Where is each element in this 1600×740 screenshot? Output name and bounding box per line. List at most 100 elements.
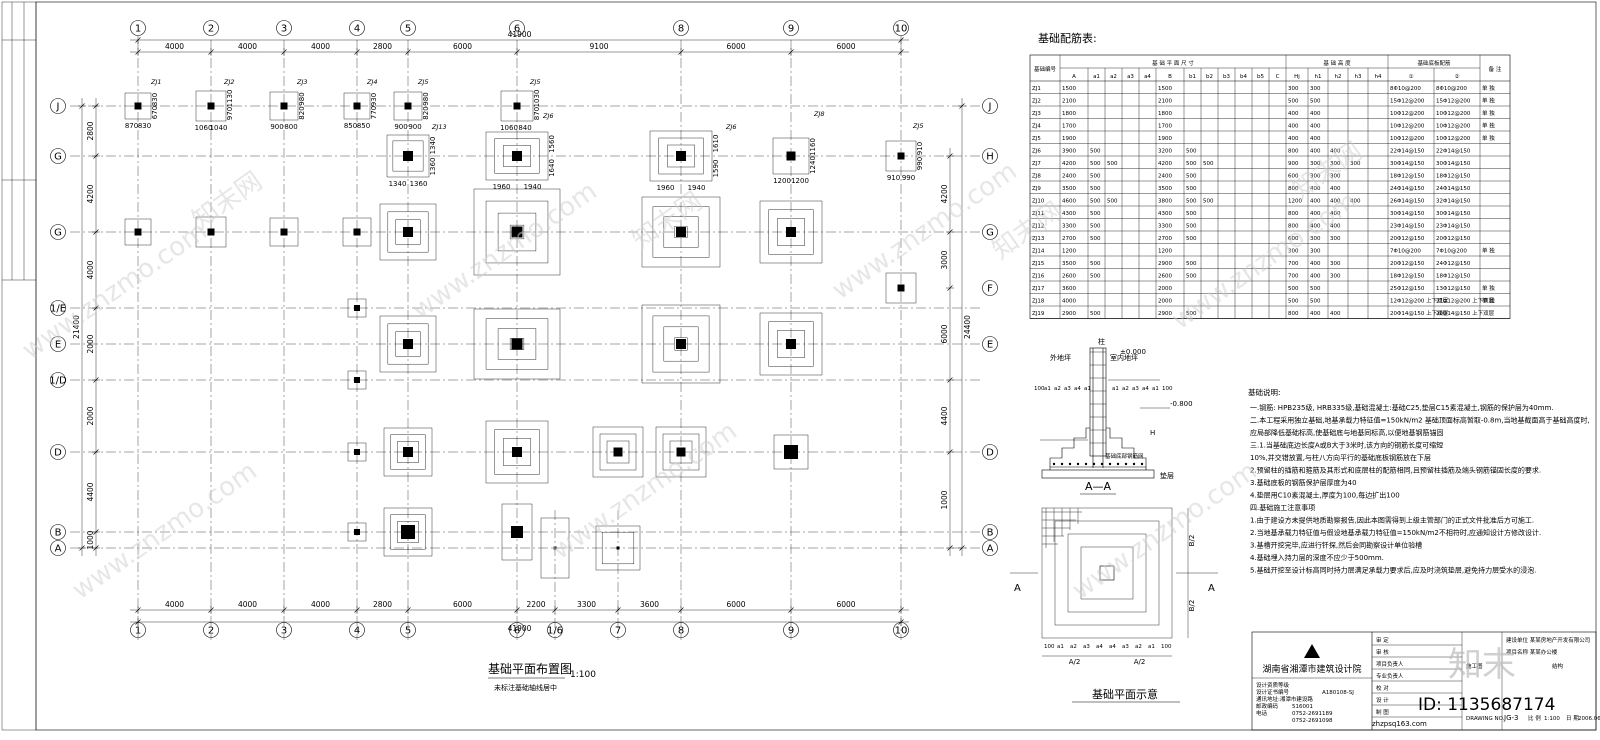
footing-outline	[347, 442, 367, 462]
table-cell: 300	[1310, 174, 1321, 180]
axis-bubble-y-right-label: H	[986, 152, 994, 163]
axis-bubble-x-top-label: 6	[514, 24, 520, 35]
footing-outline	[392, 140, 424, 172]
footing-dim-w: 870	[125, 122, 138, 130]
stage: 施工图	[1466, 662, 1483, 670]
bottom-dim-label: 6000	[453, 600, 472, 609]
axis-bubble-y-left-label: G	[54, 152, 62, 163]
table-cell: 300	[1330, 174, 1341, 180]
fax-value: 0752-2691098	[1292, 718, 1333, 724]
table-cell: 3300	[1158, 224, 1172, 230]
table-cell: 21Φ12@200 上下双层	[1436, 297, 1495, 305]
postcode-label: 邮政编码	[1256, 702, 1279, 710]
table-cell: 300	[1350, 161, 1361, 167]
left-dim-slash	[93, 545, 99, 551]
section-dim: a3	[1064, 386, 1071, 392]
footing-outline	[509, 338, 525, 350]
footing-label: ZJ13	[431, 123, 447, 131]
bottom-dim-label: 3300	[577, 600, 596, 609]
watermark-id: ID: 1135687174	[1418, 695, 1555, 715]
column-block	[353, 102, 361, 110]
column-block	[280, 102, 288, 110]
axis-bubble-x-bottom-label: 5	[405, 626, 411, 637]
table-cell: 400	[1310, 224, 1321, 230]
table-cell: 单 独	[1482, 297, 1495, 305]
schematic-bottom-dim: A/2	[1069, 658, 1081, 666]
table-cell: 24Φ14@150	[1390, 186, 1425, 192]
section-dim: a4	[1074, 386, 1081, 392]
section-dim: a3	[1132, 386, 1139, 392]
axis-bubble-x-top-label: 4	[354, 24, 360, 35]
footing-dim-h: 1130	[226, 90, 234, 108]
notes-item: 2.当地基承载力特征值与假设地基承载力特征值=150kN/m2不相符时,应通知设…	[1250, 528, 1541, 537]
footing-dim-h: 1560	[548, 135, 556, 153]
axis-bubble-x-bottom-label: 1	[135, 626, 141, 637]
section-elev-top: ±0.000	[1120, 348, 1146, 356]
table-cell: 500	[1186, 149, 1197, 155]
bottom-dim-label: 2200	[526, 600, 545, 609]
table-cell: 2100	[1158, 99, 1172, 105]
table-cell: 500	[1186, 261, 1197, 267]
table-cell: 600	[1288, 174, 1299, 180]
axis-bubble-y-right	[982, 524, 998, 540]
footing	[124, 218, 152, 246]
table-cell: 300	[1330, 161, 1341, 167]
signature-role: 制 图	[1376, 708, 1389, 716]
column-block	[786, 339, 796, 349]
axis-bubble-x-bottom	[547, 622, 563, 638]
axis-bubble-x-bottom	[349, 622, 365, 638]
axis-bubble-y-left	[50, 98, 66, 114]
schematic-step	[1054, 520, 1160, 626]
column-block	[512, 151, 522, 161]
schematic-small-dim: a1	[1057, 644, 1064, 650]
right-dim-label: 1000	[940, 490, 949, 509]
axis-grid-lines	[70, 40, 980, 640]
table-cell: 30Φ14@150	[1436, 211, 1471, 217]
table-cell: 400	[1288, 136, 1299, 142]
bottom-dim-slash	[208, 607, 214, 613]
table-cell: ZJ12	[1032, 224, 1044, 230]
schematic-step	[1041, 507, 1173, 639]
institute-name: 湖南省湘潭市建筑设计院	[1262, 663, 1361, 675]
footing	[885, 272, 917, 304]
column-block	[354, 449, 360, 455]
table-cell: 26Φ14@150	[1390, 199, 1425, 205]
table-col-header: ②	[1455, 73, 1460, 80]
axis-bubble-x-bottom-label: 4	[354, 626, 360, 637]
table-cell: 500	[1090, 149, 1101, 155]
table-col-header: 基础编号	[1034, 65, 1057, 73]
table-cell: 500	[1288, 286, 1299, 292]
table-col-header: h2	[1335, 74, 1342, 80]
axis-bubble-y-left-label: 1/E	[50, 304, 66, 315]
axis-bubble-x-top	[509, 20, 525, 36]
footing-outline	[663, 216, 699, 248]
table-cell: ZJ4	[1032, 124, 1041, 130]
table-cell: 400	[1350, 199, 1361, 205]
footing	[379, 203, 437, 261]
footing-dim-h2: 870	[533, 107, 541, 120]
table-cell: 7Φ10@200	[1390, 249, 1421, 255]
footing-dim-w2: 900	[408, 123, 421, 131]
table-cell: ZJ6	[1032, 149, 1041, 155]
footing-dim-w: 850	[344, 122, 357, 130]
footing-label: ZJ4	[366, 78, 378, 86]
table-cell: 15Φ12@200	[1436, 99, 1471, 105]
top-dim-label: 6000	[726, 42, 745, 51]
table-cell: 15Φ12@200	[1390, 99, 1425, 105]
table-cell: 10Φ12@200	[1436, 136, 1471, 142]
table-group-header: 基 础 平 面 尺 寸	[1152, 59, 1194, 67]
footing-outline	[595, 525, 641, 571]
table-cell: 500	[1090, 186, 1101, 192]
table-cell: 900	[1288, 161, 1299, 167]
table-cell: 单 独	[1482, 284, 1495, 292]
footing-outline	[540, 517, 570, 579]
footing-outline	[592, 426, 644, 478]
column-block	[134, 228, 142, 236]
footing-outline	[663, 326, 699, 362]
footing-dim-w2: 1040	[210, 124, 228, 132]
project: 项目名称 某某办公楼	[1506, 648, 1558, 656]
foundation-notes: 基础说明:一.钢筋: HPB235级, HRB335级,基础混凝土:基础C25,…	[1248, 387, 1590, 575]
table-cell: 4600	[1062, 199, 1076, 205]
footing	[386, 134, 430, 178]
